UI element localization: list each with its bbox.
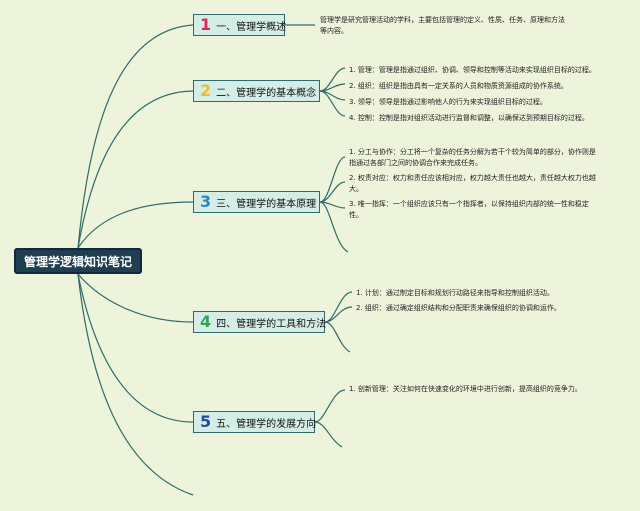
- note-line: 1. 创新管理：关注如何在快速变化的环境中进行创新，提高组织的竞争力。: [349, 385, 582, 393]
- link-topic5-branch2: [314, 421, 343, 448]
- link-topic3-note1: [319, 156, 346, 203]
- note-topic-2: 1. 管理：管理是指通过组织、协调、领导和控制等活动来实现组织目标的过程。 2.…: [349, 62, 639, 126]
- link-topic3-branch4: [319, 201, 349, 253]
- link-root-topic-4: [77, 273, 194, 323]
- note-topic-5: 1. 创新管理：关注如何在快速变化的环境中进行创新，提高组织的竞争力。: [349, 384, 629, 395]
- link-topic4-branch3: [324, 321, 351, 353]
- topic-4[interactable]: 4 四、管理学的工具和方法: [193, 311, 327, 333]
- note-line: 1. 管理：管理是指通过组织、协调、领导和控制等活动来实现组织目标的过程。: [349, 66, 596, 74]
- root-node[interactable]: 管理学逻辑知识笔记: [14, 248, 142, 274]
- note-line: 4. 控制：控制是指对组织活动进行监督和调整，以确保达到预期目标的过程。: [349, 114, 589, 122]
- note-topic-3: 1. 分工与协作：分工将一个复杂的任务分解为若干个较为简单的部分，协作则是 指通…: [349, 147, 634, 221]
- link-topic5-note1: [314, 389, 346, 423]
- note-line: 1. 分工与协作：分工将一个复杂的任务分解为若干个较为简单的部分，协作则是: [349, 148, 596, 156]
- topic-label: 五、管理学的发展方向: [216, 418, 317, 430]
- note-line: 指通过各部门之间的协调合作来完成任务。: [349, 159, 482, 167]
- note-line: 3. 领导：领导是指通过影响他人的行为来实现组织目标的过程。: [349, 98, 547, 106]
- topic-number: 3: [200, 192, 212, 211]
- note-line: 性。: [349, 211, 363, 219]
- link-topic3-note2: [319, 181, 346, 203]
- link-root-extra: [77, 273, 194, 496]
- note-line: 2. 组织：组织是指由具有一定关系的人员和物质资源组成的协作系统。: [349, 82, 568, 90]
- note-topic-4: 1. 计划：通过制定目标和规划行动路径来指导和控制组织活动。 2. 组织：通过确…: [356, 286, 626, 316]
- link-topic2-note4: [319, 90, 346, 117]
- topic-number: 4: [200, 312, 212, 331]
- link-root-topic-2: [77, 90, 194, 249]
- link-topic4-note2: [324, 306, 353, 323]
- link-root-topic-5: [77, 273, 194, 423]
- topic-2[interactable]: 2 二、管理学的基本概念: [193, 80, 320, 102]
- note-line: 2. 权责对应：权力和责任应该相对应，权力越大责任也越大，责任越大权力也越: [349, 174, 596, 182]
- topic-label: 三、管理学的基本原理: [216, 198, 317, 210]
- topic-number: 1: [200, 15, 212, 34]
- topic-label: 一、管理学概述: [216, 21, 287, 33]
- topic-1[interactable]: 1 一、管理学概述: [193, 14, 287, 36]
- note-line: 管理学是研究管理活动的学科，主要包括管理的定义、性质、任务、原理和方法: [320, 16, 565, 24]
- note-line: 2. 组织：通过确定组织结构和分配职责来确保组织的协调和运作。: [356, 304, 561, 312]
- link-root-topic-1: [77, 24, 194, 249]
- topic-3[interactable]: 3 三、管理学的基本原理: [193, 191, 320, 213]
- link-root-topic-3: [77, 201, 194, 249]
- topic-label: 二、管理学的基本概念: [216, 87, 317, 99]
- topic-number: 2: [200, 81, 212, 100]
- note-line: 等内容。: [320, 27, 348, 35]
- note-line: 大。: [349, 185, 363, 193]
- note-line: 1. 计划：通过制定目标和规划行动路径来指导和控制组织活动。: [356, 289, 554, 297]
- topic-5[interactable]: 5 五、管理学的发展方向: [193, 411, 317, 433]
- note-line: 3. 唯一指挥：一个组织应该只有一个指挥者，以保持组织内部的统一性和稳定: [349, 200, 589, 208]
- note-topic-1: 管理学是研究管理活动的学科，主要包括管理的定义、性质、任务、原理和方法 等内容。: [320, 15, 620, 37]
- topic-label: 四、管理学的工具和方法: [216, 318, 327, 330]
- topic-number: 5: [200, 412, 212, 431]
